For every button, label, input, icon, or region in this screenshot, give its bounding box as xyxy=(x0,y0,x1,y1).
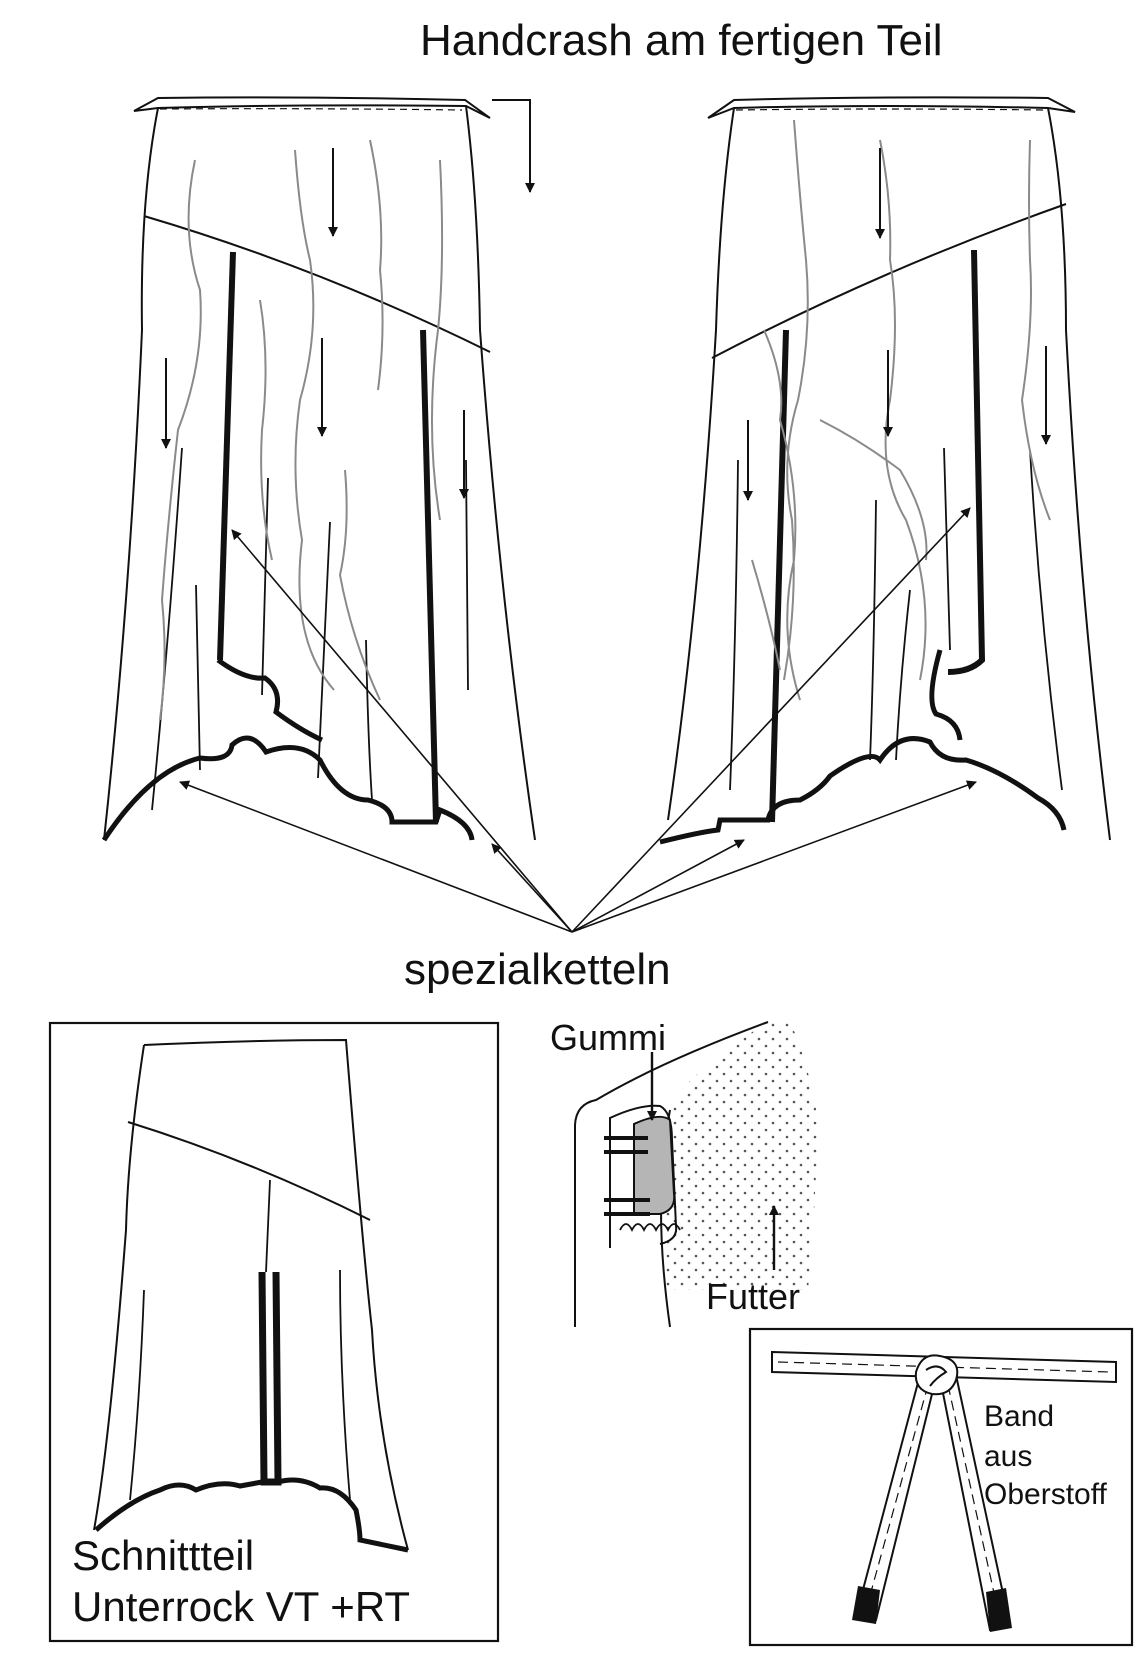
tie-knot xyxy=(914,1354,959,1396)
inset-panel-left-back xyxy=(769,329,789,823)
waistband-front xyxy=(133,96,491,119)
tie-right-stitch xyxy=(947,1384,1001,1621)
label-underskirt: Unterrock VT +RT xyxy=(72,1583,410,1630)
waistband-cross-section-detail xyxy=(574,1021,818,1328)
waistband-back xyxy=(707,96,1076,119)
hem-chain-stitch-front xyxy=(101,657,475,842)
spezialketteln-leader-arrows xyxy=(179,507,977,933)
skirt-outline-back xyxy=(667,107,1111,841)
label-oberstoff: Oberstoff xyxy=(984,1478,1108,1511)
pattern-piece-underskirt xyxy=(93,1038,409,1553)
pattern-center-slit xyxy=(258,1271,282,1486)
hem-chain-stitch-back xyxy=(659,649,1067,845)
crinkle-lines-front xyxy=(159,139,444,721)
panel-lines-back xyxy=(729,447,1063,791)
waistband-topstitch-front xyxy=(159,108,463,111)
tie-left-end xyxy=(852,1586,880,1624)
skirt-front-view xyxy=(101,96,536,842)
tie-left-stitch xyxy=(865,1384,929,1611)
crinkle-direction-arrows-back xyxy=(743,148,1051,501)
title-handcrash: Handcrash am fertigen Teil xyxy=(420,16,943,65)
crinkle-direction-arrows-front xyxy=(161,99,535,499)
inset-panel-right-front xyxy=(420,329,439,823)
label-elastic: Gummi xyxy=(550,1017,666,1058)
crinkle-lines-back xyxy=(751,119,1051,701)
label-spezialketteln: spezialketteln xyxy=(404,945,671,994)
yoke-seam-back xyxy=(711,203,1067,359)
stitch-marks xyxy=(604,1136,650,1216)
label-pattern-piece: Schnittteil xyxy=(72,1532,254,1579)
tie-right-end xyxy=(986,1588,1012,1632)
inset-panel-right-back xyxy=(947,249,986,675)
pattern-hem-chain-stitch xyxy=(94,1477,409,1553)
inner-fold xyxy=(609,1104,678,1248)
label-aus: aus xyxy=(984,1440,1032,1473)
skirt-outline-front xyxy=(103,105,536,841)
tie-left xyxy=(854,1373,938,1622)
inset-panel-left-front xyxy=(217,251,236,661)
panel-lines-front xyxy=(151,447,469,811)
tie-band-detail xyxy=(771,1350,1117,1632)
label-band: Band xyxy=(984,1400,1054,1433)
pattern-panel-lines xyxy=(129,1179,351,1501)
overlock-edge xyxy=(619,1223,681,1233)
waistband-topstitch-back xyxy=(735,108,1047,111)
skirt-back-view xyxy=(659,96,1111,845)
lining-dotted-area xyxy=(664,1022,818,1290)
pattern-yoke-seam xyxy=(127,1121,371,1221)
pattern-outline xyxy=(93,1038,409,1551)
yoke-seam-front xyxy=(143,215,491,353)
tie-band-frame xyxy=(748,1327,1134,1647)
label-lining: Futter xyxy=(706,1276,800,1317)
pattern-piece-frame xyxy=(48,1021,500,1643)
